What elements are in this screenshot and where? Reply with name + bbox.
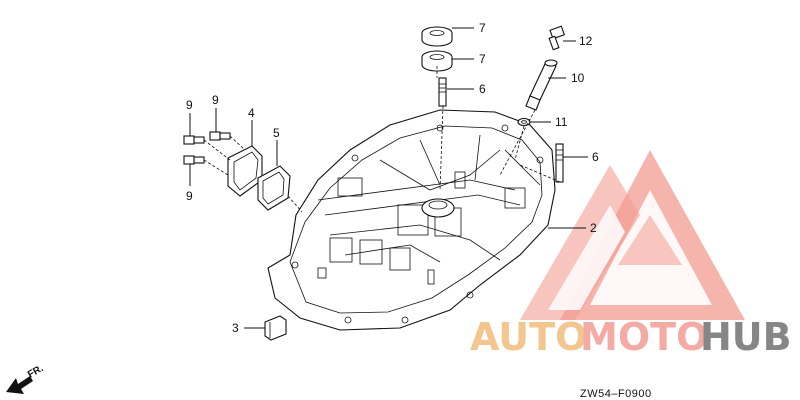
stud-bolt-right bbox=[555, 143, 564, 183]
callout-3: 3 bbox=[232, 321, 239, 335]
callout-7-lower: 7 bbox=[479, 52, 486, 66]
callout-6-right: 6 bbox=[592, 150, 599, 164]
oil-seal-upper bbox=[421, 26, 453, 47]
cover-plate-4 bbox=[227, 145, 263, 197]
watermark-logo bbox=[520, 150, 745, 320]
bolt-9-middle bbox=[209, 131, 231, 141]
callout-labels: 7 7 6 12 10 11 6 2 9 9 4 5 9 3 bbox=[186, 21, 599, 335]
watermark-hub: HUB bbox=[700, 315, 792, 359]
callout-9-middle: 9 bbox=[212, 93, 219, 107]
callout-2: 2 bbox=[590, 221, 597, 235]
watermark-moto: MOTO bbox=[580, 315, 708, 359]
callout-5: 5 bbox=[273, 126, 280, 140]
clip-3 bbox=[264, 315, 287, 341]
watermark-text: AUTO MOTO HUB bbox=[470, 315, 792, 359]
callout-12: 12 bbox=[579, 34, 593, 48]
direction-label: FR. bbox=[26, 363, 46, 381]
oil-seal-lower bbox=[421, 50, 453, 72]
callout-10: 10 bbox=[571, 71, 585, 85]
callout-11: 11 bbox=[555, 115, 568, 129]
bolt-12 bbox=[548, 25, 566, 51]
callout-9-lower: 9 bbox=[186, 189, 193, 203]
washer-11 bbox=[517, 117, 531, 127]
callout-7-upper: 7 bbox=[479, 21, 486, 35]
gasket-5 bbox=[257, 165, 291, 211]
case-housing bbox=[267, 109, 556, 331]
bolt-9-left bbox=[183, 135, 205, 145]
callout-4: 4 bbox=[248, 106, 255, 120]
dipstick-10 bbox=[525, 59, 558, 111]
stud-bolt-center bbox=[438, 77, 447, 107]
callout-9-left: 9 bbox=[186, 98, 193, 112]
drawing-code: ZW54–F0900 bbox=[580, 388, 652, 400]
leader-lines bbox=[189, 27, 588, 329]
arrow-icon bbox=[6, 376, 33, 394]
watermark-auto: AUTO bbox=[470, 315, 587, 359]
bolt-9-lower bbox=[183, 155, 205, 165]
callout-6-center: 6 bbox=[479, 82, 486, 96]
front-direction-indicator: FR. bbox=[6, 363, 46, 394]
